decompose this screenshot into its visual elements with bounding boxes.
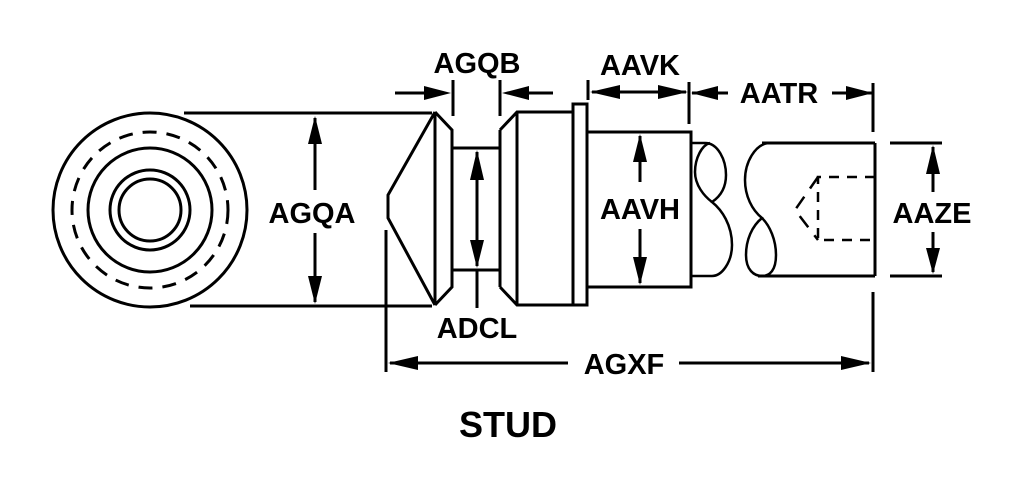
- dimension-agqb: AGQB: [395, 48, 553, 116]
- dimension-aavk: AAVK: [586, 50, 691, 124]
- nut-top-bevel: [498, 110, 573, 132]
- label-aavk: AAVK: [600, 50, 680, 82]
- break-curve-left-inner: [693, 141, 713, 203]
- dimension-agqa: AGQA: [184, 111, 432, 308]
- dashed-circle: [70, 130, 230, 290]
- shank-end: AAZE: [758, 141, 972, 278]
- end-view: [51, 111, 249, 309]
- hidden-bore-tip: [793, 176, 820, 241]
- agqa-arrowhead-up: [308, 116, 322, 144]
- middle-circle: [86, 146, 214, 274]
- aavk-arrowhead-left: [590, 85, 620, 99]
- dimension-aatr: AATR: [691, 78, 875, 132]
- aavh-arrowhead-down: [633, 257, 647, 285]
- agxf-arrowhead-left: [388, 356, 418, 370]
- nut-body: [498, 102, 589, 307]
- aavk-arrowhead-right: [658, 85, 688, 99]
- nut-bottom-bevel: [498, 285, 573, 307]
- aatr-arrowhead-left: [691, 86, 718, 100]
- diagram-title: STUD: [459, 404, 557, 445]
- neck: ADCL: [437, 146, 518, 345]
- aaze-arrowhead-down: [926, 248, 940, 274]
- label-aaze: AAZE: [893, 198, 972, 230]
- break-curve-right-inner: [761, 217, 778, 278]
- label-agqb: AGQB: [434, 48, 521, 80]
- thread-body: [585, 130, 693, 289]
- adcl-arrowhead-up: [470, 150, 484, 180]
- label-agxf: AGXF: [584, 349, 665, 381]
- agqb-arrowhead-right: [424, 86, 451, 100]
- outer-circle: [51, 111, 249, 309]
- cone-head: [386, 110, 454, 307]
- break-symbol: [691, 141, 780, 278]
- label-aatr: AATR: [740, 78, 818, 110]
- dimension-agxf: AGXF: [384, 230, 875, 381]
- inner-circle: [117, 177, 183, 243]
- inner-circle-outer: [108, 168, 192, 252]
- label-aavh: AAVH: [600, 194, 680, 226]
- agxf-arrowhead-right: [841, 356, 871, 370]
- hidden-bore: [816, 175, 875, 242]
- threaded-section: AAVH: [585, 130, 693, 289]
- agqb-arrowhead-left: [502, 86, 529, 100]
- adcl-arrowhead-down: [470, 240, 484, 268]
- cone-profile: [386, 111, 437, 306]
- cone-bevel: [433, 110, 454, 307]
- aaze-arrowhead-up: [926, 145, 940, 174]
- aatr-arrowhead-right: [846, 86, 873, 100]
- aavh-arrowhead-up: [633, 134, 647, 162]
- agqa-arrowhead-down: [308, 276, 322, 304]
- label-adcl: ADCL: [437, 313, 518, 345]
- label-agqa: AGQA: [269, 198, 356, 230]
- flange: [571, 102, 589, 307]
